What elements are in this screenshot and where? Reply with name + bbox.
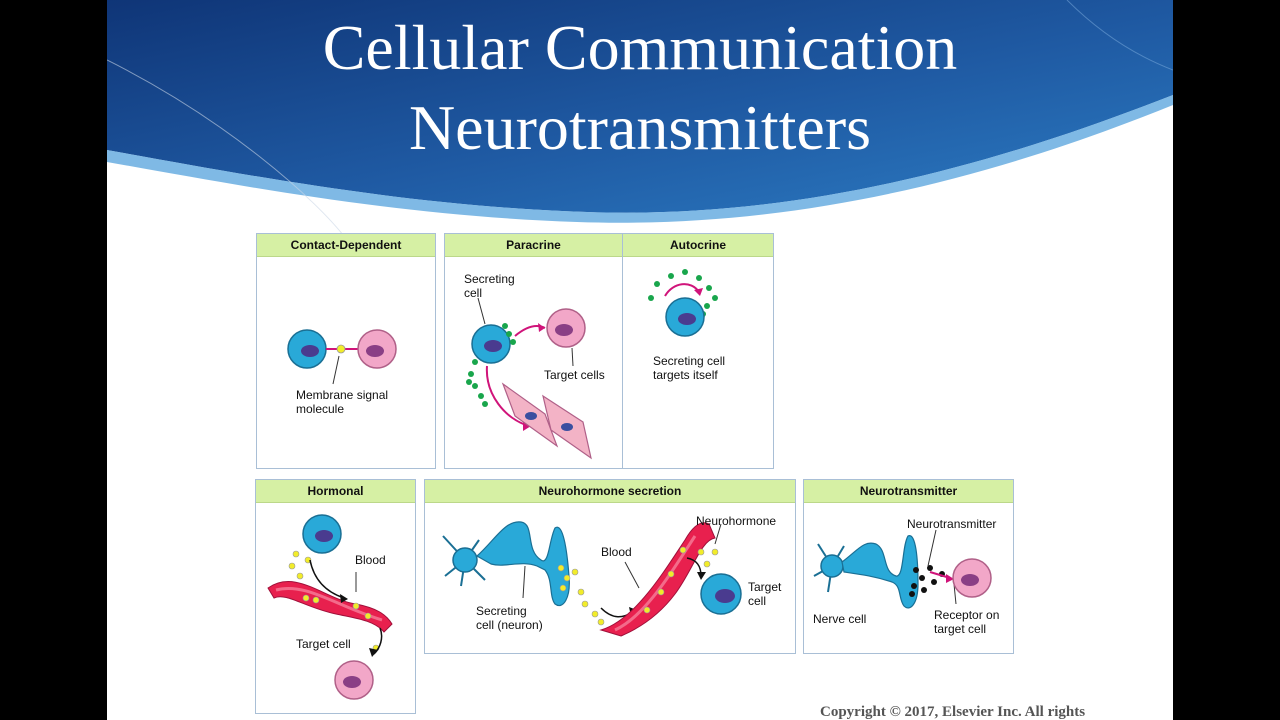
- neurohormone-illustration: [442, 521, 742, 637]
- secreting-neuron-label: Secreting cell (neuron): [476, 604, 543, 632]
- target-cell-label: Target cell: [748, 580, 782, 608]
- title-banner: [107, 0, 1173, 240]
- panel-heading: Autocrine: [623, 234, 773, 257]
- slide: Cellular Communication Neurotransmitters…: [107, 0, 1173, 720]
- panel-heading: Paracrine: [445, 234, 622, 257]
- title-line-2: Neurotransmitters: [408, 92, 872, 163]
- copyright-notice: Copyright © 2017, Elsevier Inc. All righ…: [820, 704, 1086, 720]
- target-cells-label: Target cells: [544, 368, 605, 382]
- panel-heading: Contact-Dependent: [257, 234, 435, 257]
- autocrine-illustration: [648, 269, 718, 337]
- panel-hormonal: Hormonal Blood Target cell: [255, 479, 416, 714]
- panel-heading: Neurotransmitter: [804, 480, 1013, 503]
- neurotransmitter-illustration: [813, 529, 992, 609]
- panel-heading: Neurohormone secretion: [425, 480, 795, 503]
- paracrine-illustration: [466, 297, 592, 460]
- membrane-signal-label: Membrane signal molecule: [296, 388, 389, 416]
- receptor-label: Receptor on target cell: [934, 608, 1000, 636]
- contact-dependent-illustration: [287, 329, 397, 385]
- title-line-1: Cellular Communication: [322, 12, 958, 83]
- panel-heading: Hormonal: [256, 480, 415, 503]
- nerve-cell-label: Nerve cell: [813, 612, 867, 626]
- blood-label: Blood: [355, 553, 386, 567]
- panel-neurotransmitter: Neurotransmitter Neurotransmitter Nerve …: [803, 479, 1014, 654]
- target-cell-label: Target cell: [296, 637, 351, 651]
- panel-contact-dependent: Contact-Dependent Membrane signal molecu…: [256, 233, 436, 469]
- blood-label: Blood: [601, 545, 632, 559]
- autocrine-label: Secreting cell targets itself: [653, 354, 726, 382]
- panel-autocrine: Autocrine Secreting cell targets itself: [622, 233, 774, 469]
- neurohormone-label: Neurohormone: [696, 514, 777, 528]
- secreting-cell-label: Secreting cell: [464, 272, 515, 300]
- slide-title: Cellular Communication Neurotransmitters: [107, 8, 1173, 168]
- neurotransmitter-label: Neurotransmitter: [907, 517, 997, 531]
- panel-neurohormone-secretion: Neurohormone secretion: [424, 479, 796, 654]
- panel-paracrine: Paracrine Secreting cell: [444, 233, 623, 469]
- hormonal-illustration: [267, 514, 393, 700]
